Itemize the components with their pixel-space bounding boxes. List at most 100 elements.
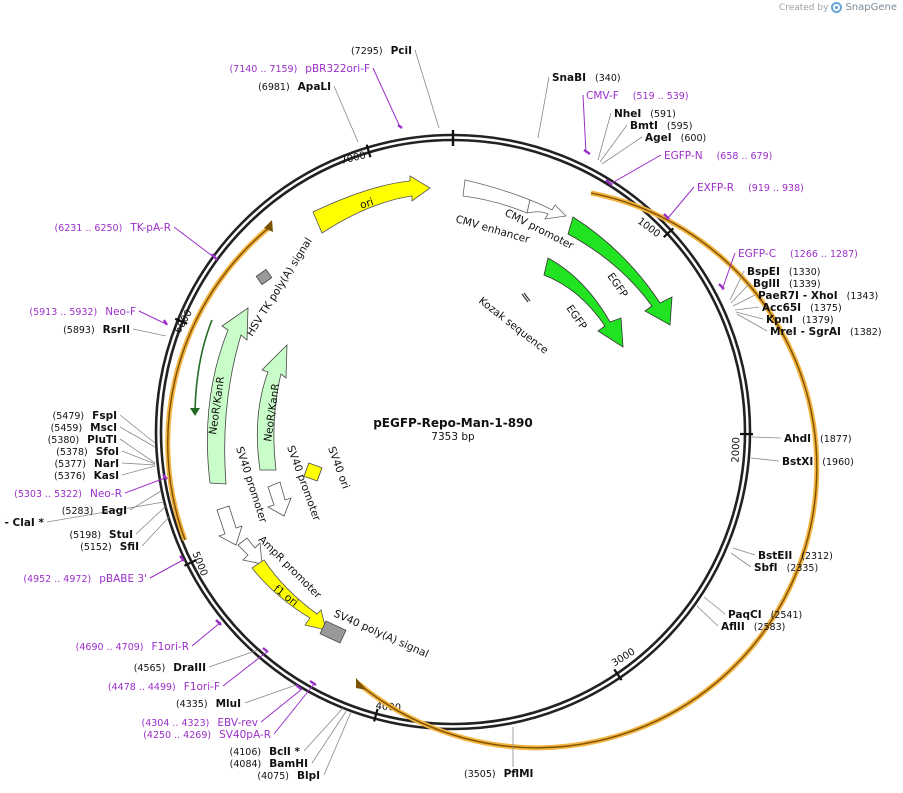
primer-name: pBR322ori-F: [305, 63, 370, 75]
site-name: FspI: [92, 410, 117, 422]
site-label-apali: (6981)ApaLI: [258, 81, 331, 93]
sv40-polya-label: SV40 poly(A) signal: [332, 608, 431, 661]
primer-position: (4690 .. 4709): [76, 642, 144, 653]
site-name-extra: - ClaI *: [5, 517, 45, 529]
site-position: (595): [667, 121, 693, 132]
primer-site-mark-pbabe-3: [179, 555, 185, 562]
site-name: PciI: [391, 45, 412, 57]
site-name: MluI: [216, 698, 241, 710]
primer-leader-neo-f: [138, 310, 167, 325]
kozak-mark-2: [523, 292, 531, 302]
primer-label-egfp-c: EGFP-C(1266 .. 1287): [738, 248, 858, 260]
site-position: (4075): [257, 771, 289, 782]
site-label-sbfi: SbfI (2335): [754, 562, 818, 574]
site-position: (5198): [69, 530, 101, 541]
primer-position: (919 .. 938): [748, 183, 804, 194]
site-name-extra: - XhoI: [803, 290, 838, 302]
site-label-eagi: (5283)EagI: [62, 505, 127, 517]
site-position: (2541): [771, 610, 803, 621]
tick-mark-5000: [183, 558, 197, 567]
primer-name: Neo-R: [90, 488, 122, 500]
primer-leader-sv40pa-r: [273, 683, 315, 735]
site-position: (1375): [810, 303, 842, 314]
egfp-inner-label: EGFP: [564, 303, 589, 332]
ampr-promoter-arrow: [237, 537, 263, 565]
tick-label-2000: 2000: [731, 437, 743, 463]
site-name: KpnI: [766, 314, 793, 326]
primer-site-mark-tk-pa-r: [211, 253, 218, 261]
site-label-bsteii: BstEII(2312): [758, 550, 833, 562]
primer-position: (4250 .. 4269): [143, 730, 211, 741]
site-leader-msci: [119, 426, 156, 448]
primer-label-neo-f: (5913 .. 5932)Neo-F: [29, 306, 136, 318]
site-name: Acc65I: [762, 302, 801, 314]
orf-arc-neo-line: [167, 225, 272, 541]
site-label-mlui: (4335)MluI: [176, 698, 241, 710]
primer-leader-neo-r: [124, 477, 166, 494]
site-name: BspEI: [747, 266, 780, 278]
sv40-promoter-arrow-outer: [216, 505, 243, 546]
primer-position: (4952 .. 4972): [23, 574, 91, 585]
primer-label-pbabe-3: (4952 .. 4972)pBABE 3': [23, 573, 147, 585]
primer-site-mark-sv40pa-r: [309, 680, 317, 686]
site-leader-acc65i: [734, 306, 760, 311]
site-name: SbfI: [754, 562, 778, 574]
site-name: StuI: [109, 529, 133, 541]
site-leader-draiii: [208, 649, 259, 668]
site-leader-sbfi: [730, 552, 752, 568]
primer-name: F1ori-R: [152, 641, 189, 653]
site-leader-bcli: [303, 707, 344, 752]
site-label-rsrii: (5893)RsrII: [63, 324, 130, 336]
site-name: BclI *: [269, 746, 300, 758]
primer-label-f1ori-r: (4690 .. 4709) F1ori-R: [76, 641, 189, 653]
tick-label-7000: 7000: [340, 150, 367, 167]
site-position: (591): [650, 109, 676, 120]
primer-leader-pbabe-3: [149, 559, 184, 579]
site-label-bspdi: (5217)BspDI *- ClaI *: [0, 517, 44, 529]
site-leader-mlui: [244, 684, 297, 704]
site-leader-bmti: [599, 124, 628, 163]
site-name: NarI: [94, 458, 119, 470]
site-label-pluti: (5380)PluTI: [48, 434, 117, 446]
site-label-msci: (5459)MscI: [51, 422, 117, 434]
site-name: NheI: [614, 108, 641, 120]
primer-label-sv40pa-r: (4250 .. 4269) SV40pA-R: [143, 729, 271, 741]
site-leader-bspei: [729, 270, 745, 301]
site-name: BamHI: [269, 758, 308, 770]
site-position: (2583): [754, 622, 786, 633]
site-position: (3505): [464, 769, 496, 780]
site-position: (1330): [789, 267, 821, 278]
site-name: SfiI: [120, 541, 139, 553]
site-label-bglii: BglII(1339): [753, 278, 821, 290]
sv40-promoter-arrow-inner: [267, 481, 292, 517]
site-name: EagI: [101, 505, 127, 517]
neo-orf-green-head: [190, 408, 200, 416]
site-leader-pluti: [119, 438, 156, 464]
site-leader-nhei: [597, 112, 612, 161]
snapgene-logo-icon: [831, 2, 843, 13]
site-label-kasi: (5376)KasI: [54, 470, 119, 482]
primer-name: SV40pA-R: [219, 729, 271, 741]
site-label-blpi: (4075)BlpI: [257, 770, 320, 782]
site-position: (1343): [847, 291, 879, 302]
primer-name: CMV-F: [586, 90, 619, 102]
tick-mark-7000: [365, 144, 372, 158]
primer-label-cmv-f: CMV-F(519 .. 539): [586, 90, 689, 102]
site-leader-bglii: [730, 282, 751, 304]
orf-arrow-head-neo: [264, 220, 273, 232]
site-name: AhdI: [784, 433, 811, 445]
site-name: DraIII: [173, 662, 206, 674]
site-label-ahdi: AhdI(1877): [784, 433, 852, 445]
site-position: (4565): [134, 663, 166, 674]
primer-leader-ebv-rev: [260, 688, 303, 723]
site-label-aflii: AflII(2583): [721, 621, 785, 633]
site-position: (4084): [230, 759, 262, 770]
site-position: (2335): [787, 563, 819, 574]
primer-leader-egfp-n: [611, 154, 662, 184]
neo-arrow-inner: [256, 344, 288, 471]
sv40-ori-box: [303, 462, 323, 482]
ori-label: ori: [358, 196, 375, 212]
site-leader-mrei: [736, 313, 768, 332]
site-position: (5378): [56, 447, 88, 458]
